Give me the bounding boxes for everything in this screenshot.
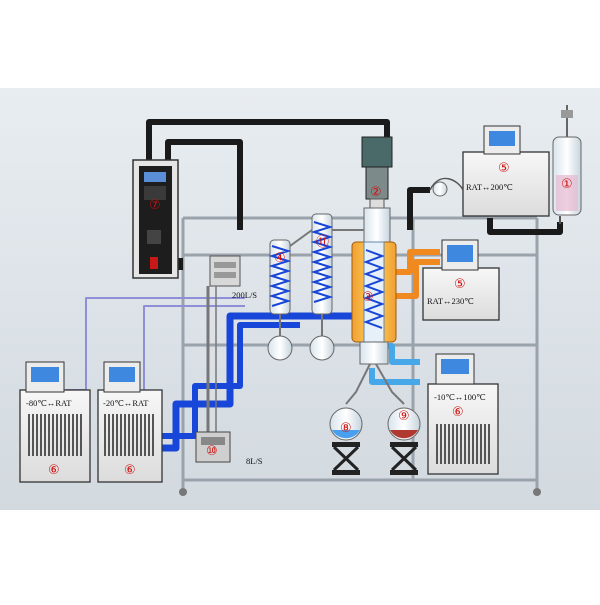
marker-6a: ⑥ bbox=[48, 463, 60, 478]
flask-icon bbox=[267, 335, 293, 361]
condenser-coil-icon bbox=[310, 221, 334, 303]
chiller-right bbox=[427, 353, 499, 475]
flask-icon bbox=[309, 335, 335, 361]
black-hoses bbox=[146, 119, 563, 270]
marker-10: ⑩ bbox=[206, 444, 218, 459]
condenser-coil-icon bbox=[268, 245, 292, 307]
lcd-display-icon bbox=[31, 367, 59, 382]
marker-9: ⑨ bbox=[398, 409, 410, 424]
marker-6b: ⑥ bbox=[124, 463, 136, 478]
barcode-vent-icon bbox=[28, 414, 82, 456]
pump-speed-large-label: 8L/S bbox=[246, 456, 263, 466]
marker-2: ② bbox=[370, 185, 382, 200]
chiller-mid bbox=[97, 361, 163, 483]
condenser-coils bbox=[268, 213, 364, 315]
power-switch bbox=[150, 257, 158, 269]
oil-heater-top bbox=[429, 125, 550, 217]
marker-6c: ⑥ bbox=[452, 405, 464, 420]
marker-11: ⑪ bbox=[316, 235, 329, 250]
oil-heater-mid bbox=[422, 239, 500, 321]
lcd-display-icon bbox=[489, 131, 515, 146]
barcode-vent-icon bbox=[436, 424, 490, 464]
lcd-display-icon bbox=[109, 367, 135, 382]
receiver-flasks bbox=[267, 314, 335, 361]
vacuum-controller bbox=[132, 159, 179, 279]
lcd-display-icon bbox=[144, 172, 166, 182]
chiller-left-label: -80℃↔RAT bbox=[26, 398, 72, 408]
heater-top-label: RAT↔200℃ bbox=[466, 182, 513, 192]
collection-flasks bbox=[329, 363, 421, 475]
chiller-left bbox=[19, 361, 91, 483]
chiller-right-label: -10℃↔100℃ bbox=[434, 392, 486, 402]
heater-mid-label: RAT↔230℃ bbox=[427, 296, 474, 306]
marker-5a: ⑤ bbox=[498, 161, 510, 176]
orange-hoses bbox=[388, 249, 440, 299]
marker-1: ① bbox=[561, 177, 573, 192]
feed-vessel bbox=[552, 105, 582, 224]
caster-wheel bbox=[533, 488, 541, 496]
lcd-display-icon bbox=[447, 245, 473, 262]
barcode-vent-icon bbox=[104, 414, 156, 456]
lcd-display-icon bbox=[441, 359, 469, 374]
chiller-mid-label: -20℃↔RAT bbox=[103, 398, 149, 408]
blue-hoses bbox=[66, 297, 362, 452]
caster-wheel bbox=[179, 488, 187, 496]
marker-7: ⑦ bbox=[149, 198, 161, 213]
wiper-motor bbox=[361, 136, 393, 212]
distillation-column bbox=[351, 207, 397, 365]
pump-speed-small-label: 200L/S bbox=[232, 290, 257, 300]
vacuum-pump bbox=[195, 431, 231, 463]
marker-4: ④ bbox=[274, 251, 286, 266]
cold-trap bbox=[209, 255, 241, 287]
marker-3: ③ bbox=[362, 290, 374, 305]
marker-8: ⑧ bbox=[340, 421, 352, 436]
marker-5b: ⑤ bbox=[454, 277, 466, 292]
